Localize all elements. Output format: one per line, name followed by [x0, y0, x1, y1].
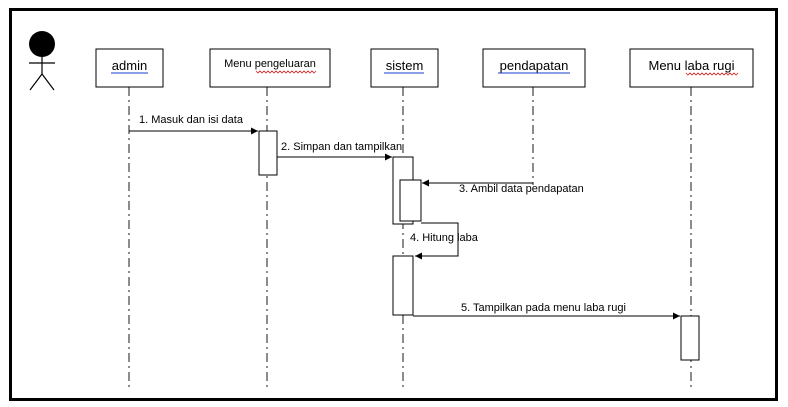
participant-label-sistem: sistem — [386, 58, 424, 73]
message-label-1: 1. Masuk dan isi data — [139, 114, 244, 126]
message-5: 5. Tampilkan pada menu laba rugi — [413, 302, 680, 320]
participant-label-menu-laba-rugi: Menu laba rugi — [649, 58, 735, 73]
participant-label-menu-pengeluaran: Menu pengeluaran — [224, 58, 316, 70]
message-label-5: 5. Tampilkan pada menu laba rugi — [461, 302, 626, 314]
message-2: 2. Simpan dan tampilkan — [277, 141, 402, 161]
message-3: 3. Ambil data pendapatan — [422, 179, 584, 195]
activation-sistem-nested — [399, 179, 422, 222]
message-4-self-call: 4. Hitung laba — [410, 222, 479, 260]
participant-sistem: sistem — [370, 48, 439, 88]
diagram-frame — [9, 8, 778, 401]
participant-menu-laba-rugi: Menu laba rugi — [629, 48, 754, 88]
spellcheck-underline — [255, 70, 317, 74]
participant-pendapatan: pendapatan — [482, 48, 586, 88]
stick-figure-icon — [29, 31, 55, 91]
participant-label-admin: admin — [112, 58, 147, 73]
participant-label-pendapatan: pendapatan — [500, 58, 569, 73]
participant-menu-pengeluaran: Menu pengeluaran — [209, 48, 331, 88]
spellcheck-underline — [685, 72, 739, 76]
participant-admin: admin — [95, 48, 164, 88]
activation-menu-laba-rugi — [680, 315, 700, 361]
activation-menu-pengeluaran — [258, 130, 278, 176]
activation-sistem-2 — [392, 255, 414, 316]
message-label-3: 3. Ambil data pendapatan — [459, 183, 584, 195]
message-1: 1. Masuk dan isi data — [129, 114, 258, 135]
message-label-2: 2. Simpan dan tampilkan — [281, 141, 402, 153]
message-label-4: 4. Hitung laba — [410, 232, 479, 244]
